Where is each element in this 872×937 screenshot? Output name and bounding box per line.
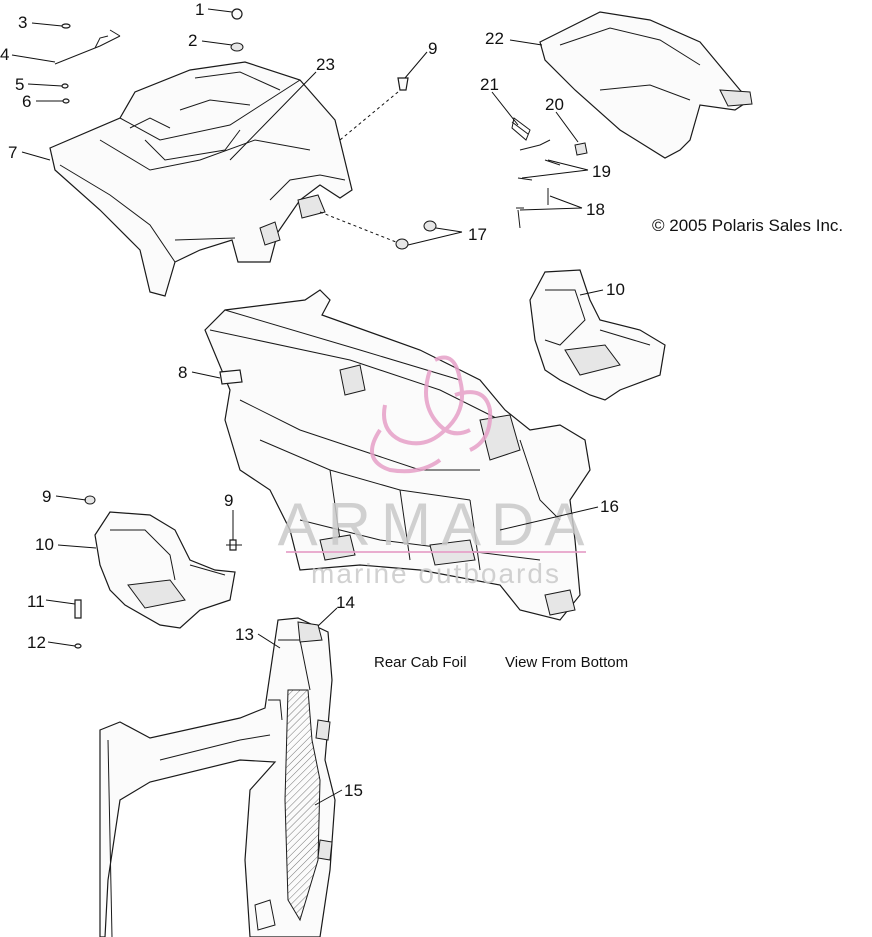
callout-9-top: 9 (428, 39, 437, 58)
callout-1: 1 (195, 0, 204, 19)
callouts: 1 2 3 4 5 6 7 23 9 22 21 20 19 18 17 10 … (0, 0, 625, 800)
callout-7: 7 (8, 143, 17, 162)
copyright-notice: © 2005 Polaris Sales Inc. (652, 216, 843, 235)
callout-9-mid: 9 (224, 491, 233, 510)
callout-2: 2 (188, 31, 197, 50)
callout-22: 22 (485, 29, 504, 48)
callout-13: 13 (235, 625, 254, 644)
callout-23: 23 (316, 55, 335, 74)
callout-19: 19 (592, 162, 611, 181)
rear-cab-foil-view (99, 617, 336, 937)
callout-9-left: 9 (42, 487, 51, 506)
callout-14: 14 (336, 593, 355, 612)
watermark-brand: ARMADA (278, 491, 595, 558)
callout-5: 5 (15, 75, 24, 94)
callout-12: 12 (27, 633, 46, 652)
seat-hardware (511, 117, 588, 229)
hardware-left (74, 495, 242, 649)
callout-10-left: 10 (35, 535, 54, 554)
fasteners-9-17 (319, 77, 437, 250)
callout-10-right: 10 (606, 280, 625, 299)
callout-4: 4 (0, 45, 9, 64)
callout-3: 3 (18, 13, 27, 32)
callout-21: 21 (480, 75, 499, 94)
footwell-right (529, 269, 666, 401)
caption-rear-cab-foil: Rear Cab Foil (374, 654, 467, 671)
frame (204, 289, 591, 621)
callout-8: 8 (178, 363, 187, 382)
callout-11: 11 (27, 592, 45, 611)
callout-17: 17 (468, 225, 487, 244)
leader-lines (11, 8, 604, 806)
callout-18: 18 (586, 200, 605, 219)
callout-20: 20 (545, 95, 564, 114)
part-8-plate (219, 369, 243, 385)
watermark: ARMADA marine outboards (278, 355, 595, 589)
footwell-left (94, 511, 236, 629)
caption-view-from-bottom: View From Bottom (505, 654, 628, 671)
callout-16: 16 (600, 497, 619, 516)
seat (539, 11, 753, 159)
callout-6: 6 (22, 92, 31, 111)
watermark-logo (370, 355, 493, 474)
callout-15: 15 (344, 781, 363, 800)
rear-cab-fender (49, 61, 353, 297)
watermark-tagline: marine outboards (311, 558, 561, 589)
